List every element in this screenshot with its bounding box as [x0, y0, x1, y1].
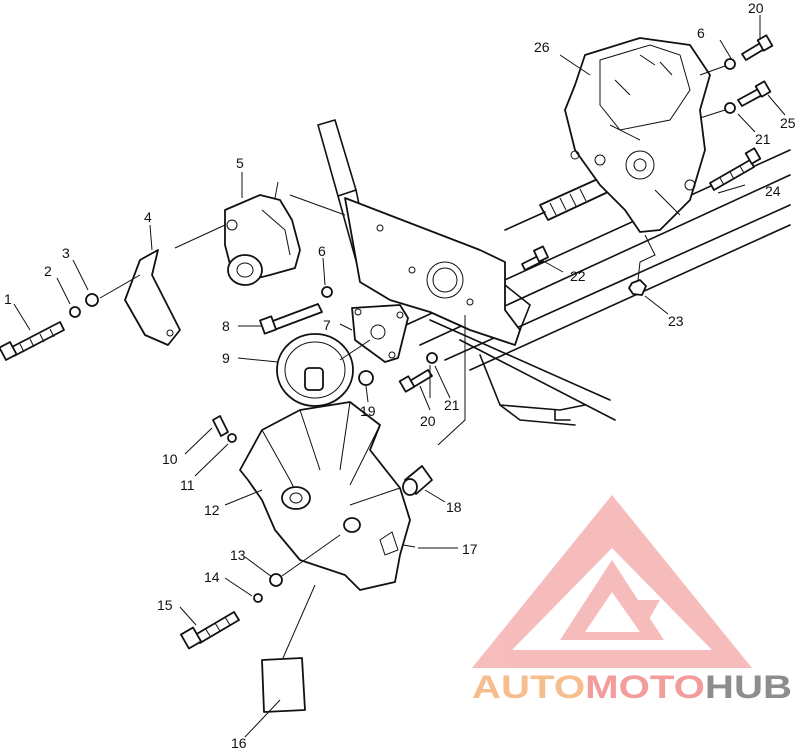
bolt-8	[259, 303, 323, 335]
callout-16: 16	[231, 735, 247, 750]
callout-8: 8	[222, 318, 230, 334]
callout-labels: 1 2 3 4 5 6 6 7 8 9 10 11 12 13 14 15 16…	[4, 0, 796, 751]
frame-rails	[317, 119, 791, 426]
callout-21b: 21	[444, 397, 460, 413]
screw-10	[212, 415, 229, 437]
callout-leaders	[13, 15, 786, 738]
callout-20a: 20	[748, 0, 764, 16]
decal	[261, 657, 306, 713]
gear-case	[564, 37, 711, 233]
bracket	[124, 249, 181, 346]
washer-2	[69, 306, 81, 318]
callout-17: 17	[462, 541, 478, 557]
callout-5: 5	[236, 155, 244, 171]
callout-6b: 6	[697, 25, 705, 41]
callout-9: 9	[222, 350, 230, 366]
washer-13	[269, 573, 283, 587]
nut-23	[628, 279, 647, 296]
washer-21a	[724, 102, 736, 114]
callout-21a: 21	[755, 131, 771, 147]
callout-7: 7	[323, 317, 331, 333]
bolt-25	[737, 80, 772, 107]
engine-mount-plate	[344, 197, 531, 346]
washer-14	[253, 593, 263, 603]
callout-11: 11	[180, 477, 195, 493]
starter-motor	[224, 181, 301, 286]
callout-1: 1	[4, 291, 12, 307]
washer-21b	[426, 352, 438, 364]
spacer-bushing	[402, 465, 433, 496]
washer-11	[227, 433, 237, 443]
bolt-20a	[741, 34, 774, 61]
bolt-22	[521, 245, 549, 271]
washer-6b	[724, 58, 736, 70]
bolt-24	[709, 147, 762, 191]
callout-10: 10	[162, 451, 178, 467]
drive-shaft	[504, 177, 609, 231]
callout-13: 13	[230, 547, 246, 563]
bolt-15	[180, 611, 240, 650]
washer-3	[85, 293, 99, 307]
callout-4: 4	[144, 209, 152, 225]
belt-guard	[239, 401, 411, 591]
bearing-plate	[351, 304, 409, 363]
callout-14: 14	[204, 569, 220, 585]
callout-25: 25	[780, 115, 796, 131]
watermark-hub: HUB	[705, 669, 792, 705]
callout-3: 3	[62, 245, 70, 261]
callout-12: 12	[204, 502, 220, 518]
callout-19: 19	[360, 403, 376, 419]
callout-23: 23	[668, 313, 684, 329]
callout-15: 15	[157, 597, 173, 613]
watermark-moto: MOTO	[585, 669, 705, 705]
callout-26: 26	[534, 39, 550, 55]
callout-2: 2	[44, 263, 52, 279]
callout-20b: 20	[420, 413, 436, 429]
washer-6a	[321, 286, 333, 298]
watermark-auto: AUTO	[472, 669, 585, 705]
callout-24: 24	[765, 183, 781, 199]
watermark-logo-icon	[472, 495, 752, 668]
callout-6a: 6	[318, 243, 326, 259]
callout-18: 18	[446, 499, 462, 515]
nut-19	[358, 370, 374, 386]
bolt-20b	[398, 369, 433, 393]
bolt-1	[0, 321, 65, 361]
callout-22: 22	[570, 268, 586, 284]
drive-clutch-pulley	[276, 333, 371, 407]
